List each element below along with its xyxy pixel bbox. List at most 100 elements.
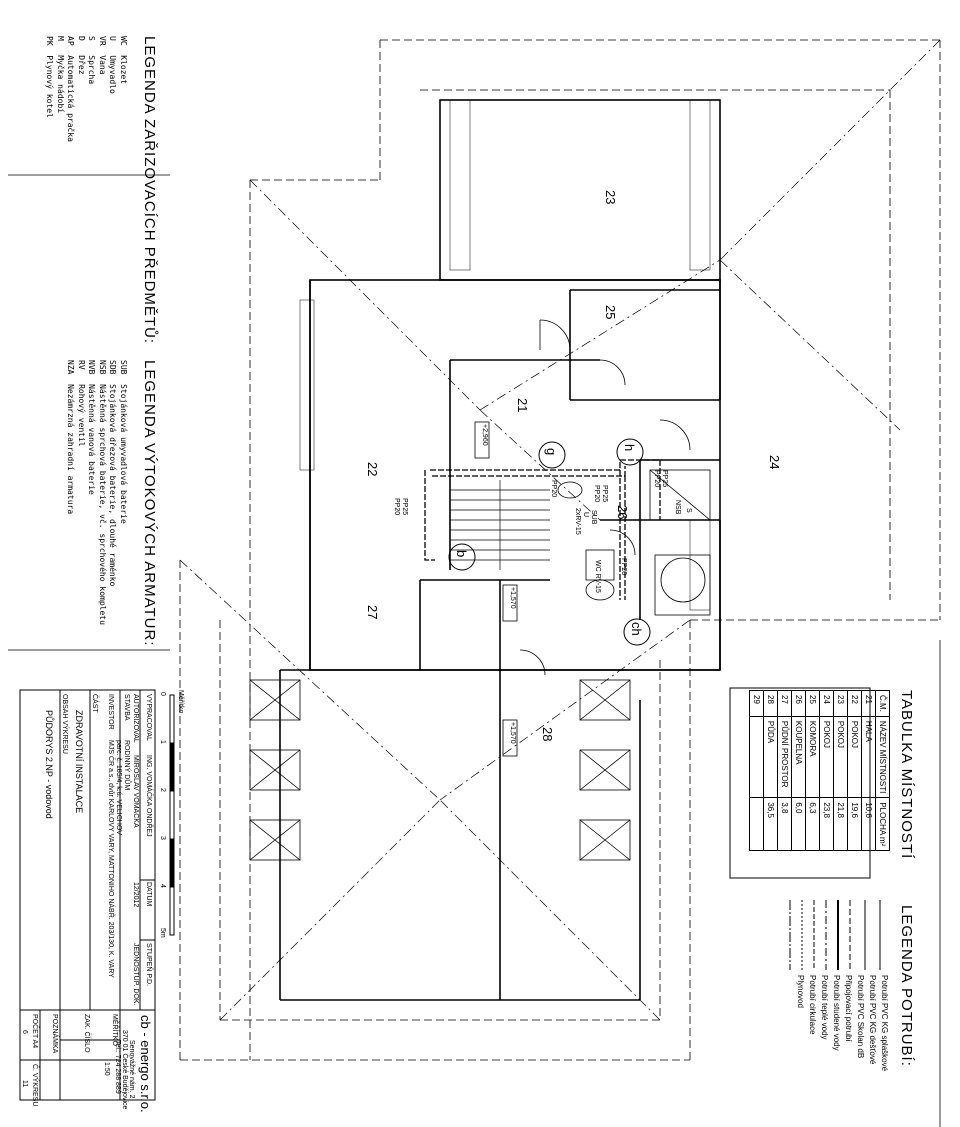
tb-pocet: 6 xyxy=(21,1030,28,1034)
level-marker: +1,570 xyxy=(509,722,516,744)
tb-obsah: PŮDORYS 2.NP - vodovod xyxy=(44,710,54,819)
legend-item: SDB Stojánková dřezová baterie, dlouhé r… xyxy=(108,360,118,587)
room-number: 28 xyxy=(540,727,555,742)
tb-zak-label: ZAK. ČÍSLO xyxy=(83,1014,90,1053)
tb-autorizoval: MIROSLAV VOMÁČKA xyxy=(132,755,139,828)
legend-item: Potrubí PVC KG splaškové xyxy=(880,975,889,1072)
roof-outline xyxy=(179,39,941,1061)
room-number: 23 xyxy=(603,190,618,205)
tb-vypracoval-label: VYPRACOVAL xyxy=(145,694,152,741)
legend-item: U Umyvadlo xyxy=(108,36,118,94)
roof-ridges xyxy=(179,39,941,1021)
legend-item: AP Automatická pračka xyxy=(66,36,76,142)
walls xyxy=(279,99,721,1001)
staircase xyxy=(450,480,550,570)
scale-tick: 1 xyxy=(159,740,166,744)
riser-label: b xyxy=(454,550,469,558)
tb-meritko: 1:50 xyxy=(103,1062,110,1076)
bathroom-fixtures xyxy=(557,469,711,616)
legend-item: NZA Nezámrzná zahradní armatura xyxy=(66,360,76,515)
tb-cast-label: ČÁST xyxy=(91,694,98,713)
pipe-label: PP25 xyxy=(661,470,668,488)
fixture-label: NSB xyxy=(674,500,681,515)
fixture-label: SUB xyxy=(590,510,597,525)
pipe-label: PP25 xyxy=(601,485,608,503)
level-marker: +2,960 xyxy=(481,424,488,446)
title-block-frame xyxy=(19,689,156,1101)
tb-stavba: RODINNÝ DŮM xyxy=(123,740,130,791)
tb-cislo: 11 xyxy=(21,1080,28,1088)
room-number: 25 xyxy=(603,305,618,320)
tb-cast: ZDRAVOTNÍ INSTALACE xyxy=(74,710,84,814)
legend-item: Potrubí cirkulace xyxy=(808,975,817,1035)
scale-label: Měřítko xyxy=(177,690,184,714)
company-logo: cb - energo s.r.o. xyxy=(138,1015,153,1113)
pipe-label: PP20 xyxy=(393,498,400,516)
tb-pocet-label: POČET A4 xyxy=(31,1014,38,1049)
scale-tick: 0 xyxy=(159,692,166,696)
legend-item: M Myčka nádobí xyxy=(56,36,65,114)
tb-poznamka-label: POZNÁMKA xyxy=(51,1014,58,1054)
water-pipes xyxy=(424,459,661,600)
fixtures-legend-list: WC Klozet U Umyvadlo VR Vana S Sprcha D … xyxy=(44,36,129,142)
legend-item: Potrubí teplé vody xyxy=(820,975,829,1040)
tb-autorizoval-label: AUTORIZOVAL xyxy=(132,694,139,743)
fixtures-legend-title: LEGENDA ZAŘIZOVACÍCH PŘEDMĚTŮ: xyxy=(141,36,158,345)
scale-tick: 2 xyxy=(159,788,166,792)
pipe-label: PP20 xyxy=(550,480,557,498)
legend-item: Plynovod xyxy=(796,975,805,1008)
tb-obsah-label: OBSAH VÝKRESU xyxy=(61,694,68,754)
scale-tick: 5m xyxy=(159,928,166,938)
room-number: 22 xyxy=(365,462,380,477)
roof-windows xyxy=(249,679,631,861)
fixture-label: 2xRV-15 xyxy=(574,508,581,535)
legend-item: NVB Nástěnná vanová baterie xyxy=(87,360,97,495)
tb-address1: Senovážné nám. 2 xyxy=(128,1040,135,1099)
pipe-label: PP25 xyxy=(401,498,408,516)
fixture-label: WC RV-15 xyxy=(594,560,601,593)
scale-bar xyxy=(169,694,175,936)
table-header: NÁZEV MÍSTNOSTI xyxy=(875,716,890,798)
legend-item: NSB Nástěnná sprchová baterie, vč. sprch… xyxy=(98,360,107,625)
legend-item: D Dřez xyxy=(77,36,86,75)
tb-address2: 370 01 České Budějovice xyxy=(121,1030,128,1110)
wall-hatching xyxy=(299,99,711,611)
scale-tick: 4 xyxy=(159,884,166,888)
tb-stavba-label: STAVBA xyxy=(123,694,130,721)
pipe-label: PP20 xyxy=(620,558,627,576)
tb-investor-label: INVESTOR xyxy=(107,694,114,730)
pipes-legend-title: LEGENDA POTRUBÍ: xyxy=(898,905,915,1067)
tb-stupen-label: STUPEŇ P.D. xyxy=(145,943,152,987)
legend-item: PK Plynový kotel xyxy=(45,36,55,118)
tb-stupen: JEDNOSTUP. DOK. xyxy=(132,943,139,1006)
fittings-legend-list: SUB Stojánková umyvadlová baterie SDB St… xyxy=(65,360,129,625)
riser-label: ch xyxy=(629,622,644,636)
tb-misto: parc. č. 185/4, k.ú. VELICHOV xyxy=(115,740,122,835)
room-number: 24 xyxy=(767,455,782,470)
legend-item: VR Vana xyxy=(98,36,107,75)
fixture-label: S xyxy=(685,508,692,513)
riser-label: g xyxy=(544,448,559,456)
tb-vypracoval: ING. VOMÁČKA ONDŘEJ xyxy=(145,755,152,837)
table-header: PLOCHA m² xyxy=(875,797,890,851)
table-header: Č.M. xyxy=(875,690,890,717)
pipe-legend-lines xyxy=(789,900,881,970)
legend-item: Potrubí studené vody xyxy=(832,975,841,1051)
level-marker: +1,570 xyxy=(509,587,516,609)
legend-item: S Sprcha xyxy=(87,36,97,85)
tb-cislo-label: Č. VÝKRESU xyxy=(31,1064,38,1107)
tb-datum-label: DATUM xyxy=(145,882,152,907)
legend-item: WC Klozet xyxy=(119,36,128,85)
room-number: 27 xyxy=(365,605,380,620)
room-table-frame xyxy=(729,687,871,879)
